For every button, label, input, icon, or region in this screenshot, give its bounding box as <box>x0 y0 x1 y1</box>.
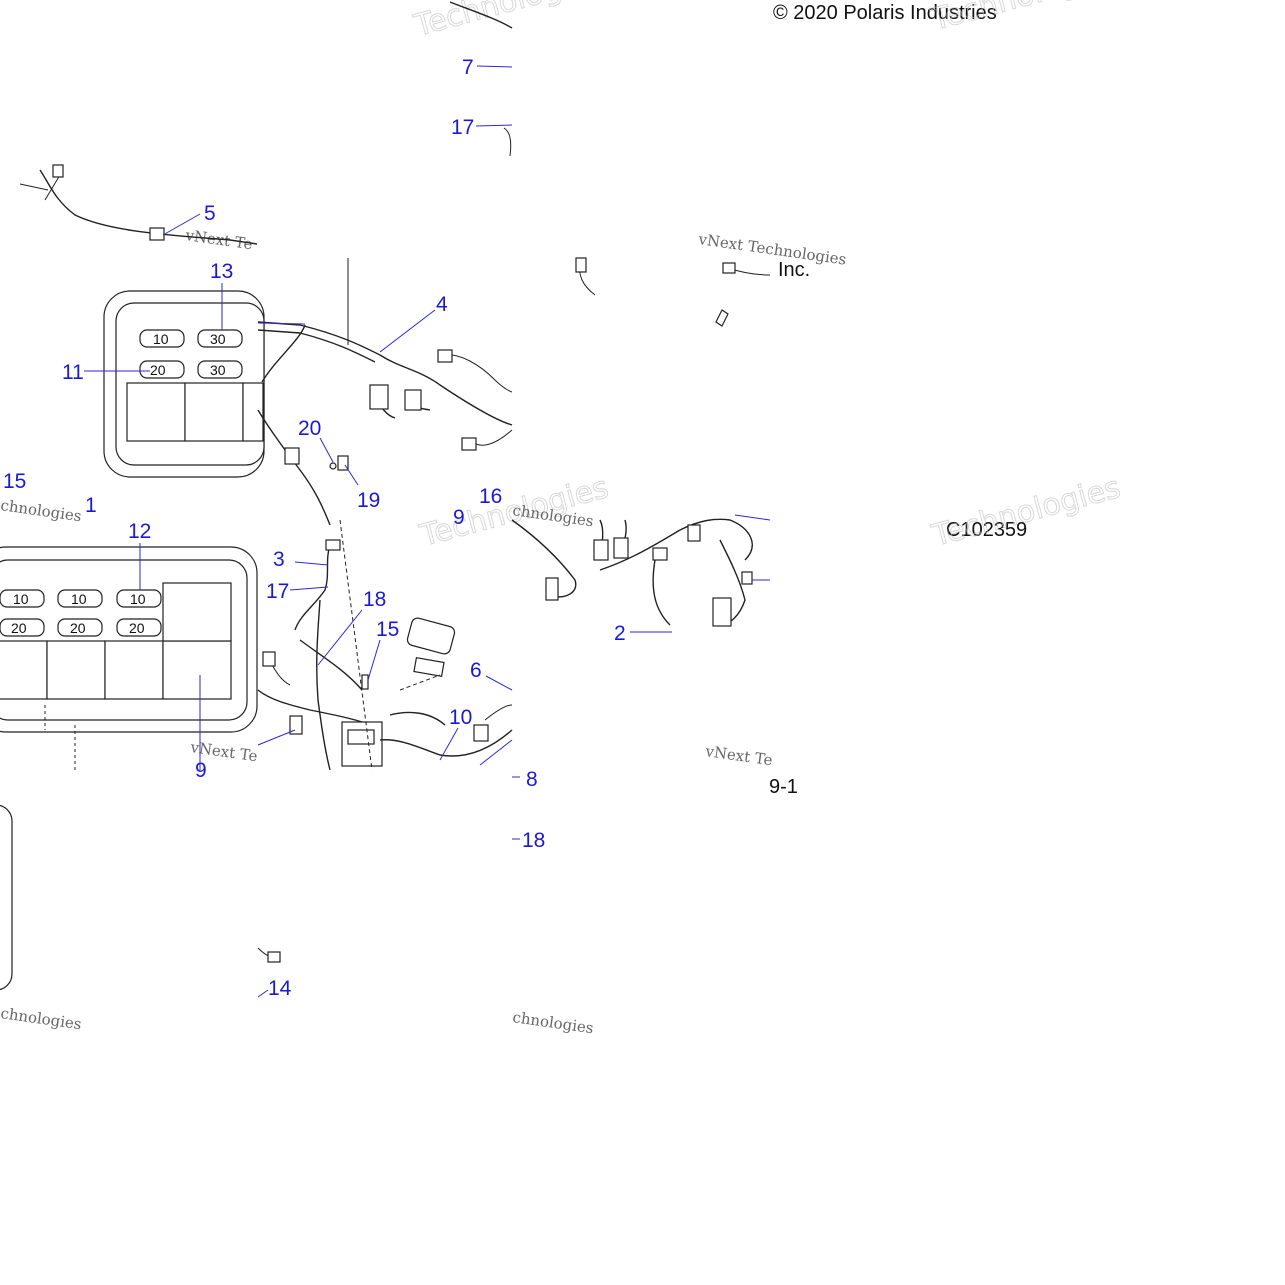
callout-4: 4 <box>436 293 448 316</box>
copyright-text: © 2020 Polaris Industries <box>773 2 997 24</box>
callout-12: 12 <box>128 520 151 543</box>
watermark-text: vNext Technologies <box>696 230 847 269</box>
harness-top-fragment <box>19 1 513 245</box>
callout-9: 9 <box>453 506 465 529</box>
callout-18: 18 <box>522 829 545 852</box>
page-reference: 9-1 <box>769 776 798 798</box>
main-harness <box>257 258 513 526</box>
callout-14: 14 <box>268 977 292 1000</box>
callout-6: 6 <box>470 659 482 682</box>
lower-harness <box>257 519 513 771</box>
callout-7: 7 <box>462 56 474 79</box>
callout-16: 16 <box>479 485 502 508</box>
callout-11: 11 <box>62 361 84 384</box>
fuse-label: 20 <box>129 620 145 636</box>
watermark-big: Technologies <box>410 0 606 44</box>
fuse-label: 10 <box>130 591 146 607</box>
callout-20: 20 <box>298 417 321 440</box>
callout-17: 17 <box>451 116 474 139</box>
callout-15: 15 <box>3 470 26 493</box>
callout-15: 15 <box>376 618 399 641</box>
part-code: C102359 <box>946 519 1027 541</box>
fuse-label: 10 <box>153 331 169 347</box>
fuse-label: 10 <box>13 591 29 607</box>
watermark-text: chnologies <box>511 1008 594 1037</box>
bottom-fragments <box>0 804 281 991</box>
callout-18: 18 <box>363 588 386 611</box>
fuse-label: 10 <box>71 591 87 607</box>
callout-10: 10 <box>449 706 472 729</box>
fuse-label: 30 <box>210 331 226 347</box>
right-connectors <box>575 257 771 327</box>
watermark-layer: Technologies Technologies vNext Te vNext… <box>0 0 1125 1037</box>
fuse-label: 20 <box>150 362 166 378</box>
callout-1: 1 <box>85 494 97 517</box>
callout-13: 13 <box>210 260 233 283</box>
fuse-box-upper: 10 30 20 30 <box>103 290 265 478</box>
watermark-text: chnologies <box>0 1004 83 1033</box>
watermark-big: Technologies <box>928 470 1124 554</box>
callout-5: 5 <box>204 202 216 225</box>
fuse-label: 30 <box>210 362 226 378</box>
callout-19: 19 <box>357 489 380 512</box>
callout-layer: 7 17 5 13 4 11 20 19 15 1 16 9 12 3 17 1… <box>3 56 626 1000</box>
copyright-suffix: Inc. <box>778 259 810 281</box>
callout-3: 3 <box>273 548 285 571</box>
callout-9: 9 <box>195 759 207 782</box>
watermark-text: chnologies <box>0 496 83 525</box>
callout-2: 2 <box>614 622 626 645</box>
leader-lines <box>84 65 771 998</box>
fuse-label: 20 <box>70 620 86 636</box>
fuse-box-lower: 10 10 10 20 20 20 <box>0 546 258 770</box>
watermark-big: Technologies <box>927 0 1123 38</box>
fuse-label: 20 <box>11 620 27 636</box>
watermark-text: vNext Te <box>703 742 773 769</box>
callout-17: 17 <box>266 580 289 603</box>
callout-8: 8 <box>526 768 538 791</box>
right-lower-harness <box>511 518 753 627</box>
